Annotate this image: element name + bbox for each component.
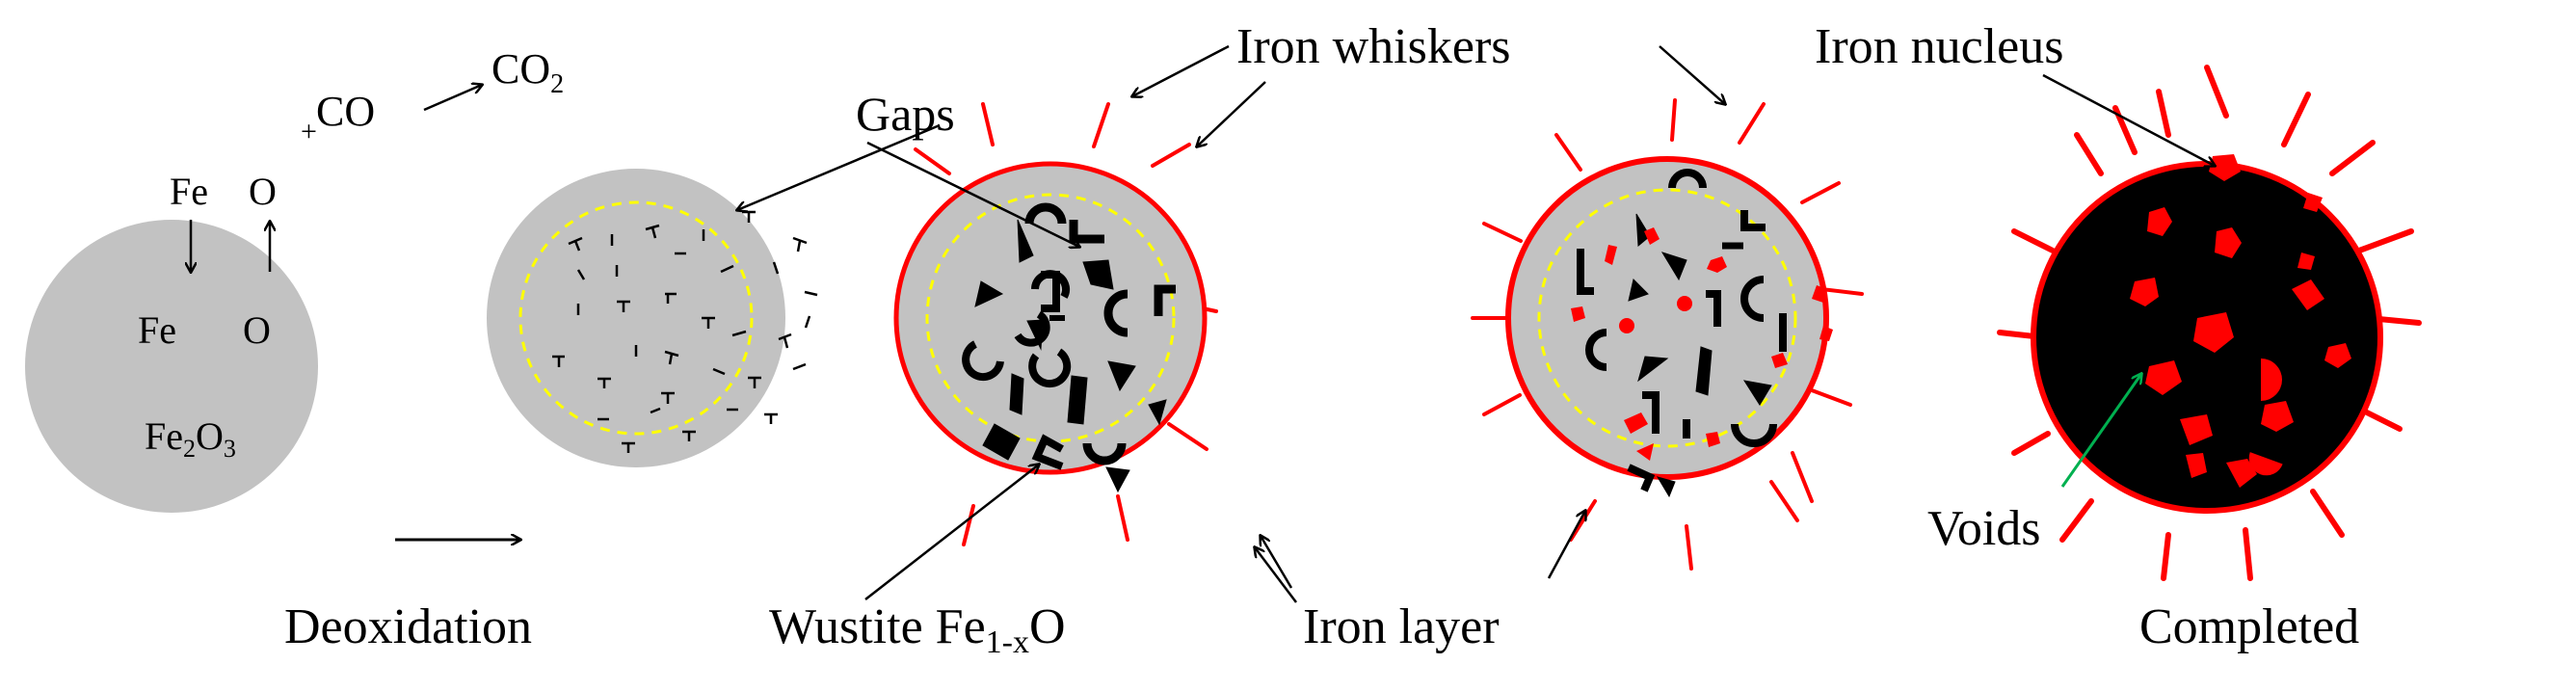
fe-bottom-label: Fe [138, 308, 176, 352]
iron-whiskers-arrow-mid [1197, 81, 1266, 146]
iron-whiskers-label: Iron whiskers [1236, 19, 1511, 74]
iron-whiskers-arrow-left [1132, 44, 1230, 96]
stage-4-nucleation [1471, 98, 1864, 571]
co2-label: CO2 [491, 45, 564, 99]
voids-arrow [2060, 374, 2141, 488]
iron-nuclei-stage-5 [2130, 154, 2351, 488]
fe2o3-sphere [25, 220, 318, 513]
fe-top-label: Fe [170, 170, 208, 213]
stage-1-fe2o3-particle: Fe O Fe O Fe2O3 [25, 170, 318, 513]
co-reaction: + CO CO2 [301, 45, 564, 147]
stage-5-completed [1997, 65, 2422, 581]
o-top-label: O [249, 170, 277, 213]
completed-label: Completed [2139, 599, 2359, 654]
fe2o3-formula: Fe2O3 [145, 414, 236, 463]
iron-whiskers-arrow-right [1659, 45, 1725, 104]
stage-2-deoxidation [487, 169, 818, 467]
nucleation-interface-dashed [1537, 188, 1797, 448]
iron-nucleus-label: Iron nucleus [1815, 19, 2063, 74]
iron-layer-arrow-stage4 [1547, 511, 1585, 579]
gaps-label: Gaps [856, 87, 955, 141]
gaps-shapes-stage-4 [1577, 169, 1787, 498]
wustite-arrow [864, 465, 1039, 600]
dislocation-marks [552, 210, 818, 453]
interface-dashed-circle [518, 200, 754, 436]
iron-layer-arrow-right [1261, 536, 1293, 589]
deoxidation-label: Deoxidation [284, 599, 532, 654]
co-plus-marker: + [301, 116, 317, 147]
voids-label: Voids [1927, 501, 2041, 556]
stage-3-wustite [893, 102, 1218, 546]
nucleation-sphere [1505, 156, 1829, 480]
o-bottom-label: O [243, 308, 271, 352]
co-label: CO [316, 88, 375, 135]
deoxidation-sphere [487, 169, 785, 467]
iron-layer-arrow-left [1255, 547, 1297, 603]
iron-layer-label: Iron layer [1303, 599, 1500, 654]
gaps-shapes-stage-3 [962, 202, 1176, 493]
co-to-co2-arrow [423, 85, 482, 112]
iron-nuclei-stage-4 [1571, 227, 1833, 461]
wustite-label: Wustite Fe1-xO [769, 599, 1066, 660]
gaps-arrow-right [737, 123, 941, 210]
gaps-arrow-left [866, 141, 1079, 247]
iron-nucleus-arrow [2042, 73, 2215, 166]
iron-whiskers-stage-4 [1471, 98, 1864, 571]
